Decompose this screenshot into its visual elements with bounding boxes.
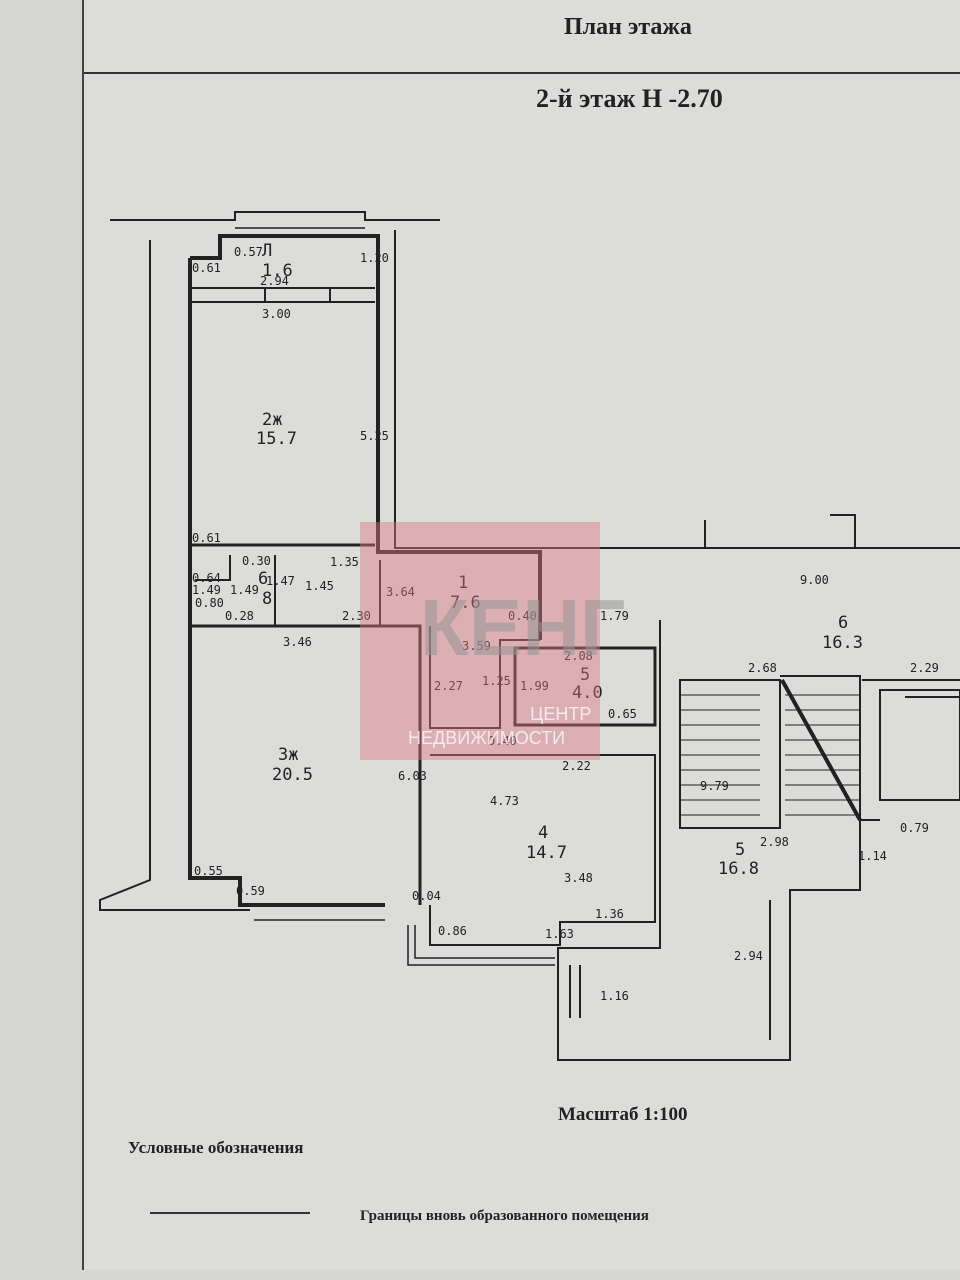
watermark-line2: НЕДВИЖИМОСТИ xyxy=(408,728,566,748)
watermark-line1: ЦЕНТР xyxy=(530,704,592,724)
dimension: 2.27 xyxy=(434,679,463,693)
dimension: 0.86 xyxy=(438,924,467,938)
watermark: КЕНГ ЦЕНТР НЕДВИЖИМОСТИ xyxy=(360,522,625,760)
room-area: 16.3 xyxy=(822,633,863,653)
dimension: 1.45 xyxy=(305,579,334,593)
drawing-sheet: План этажа 2-й этаж Н -2.70 xyxy=(82,0,960,1270)
room-area: 16.8 xyxy=(718,859,759,879)
room-area: 7.6 xyxy=(450,593,481,613)
dimension: 0.65 xyxy=(608,707,637,721)
dimension: 0.59 xyxy=(236,884,265,898)
dimension: 2.94 xyxy=(734,949,763,963)
walls xyxy=(99,211,960,1061)
dimension: 0.57 xyxy=(234,245,263,259)
room-area: 15.7 xyxy=(256,429,297,449)
title-block: План этажа xyxy=(84,0,960,74)
dimension: 4.73 xyxy=(490,794,519,808)
dimension: 2.68 xyxy=(748,661,777,675)
dimension: 6.03 xyxy=(398,769,427,783)
room-number: Л xyxy=(262,241,272,261)
dimension: 1.49 xyxy=(192,583,221,597)
watermark-logo: КЕНГ xyxy=(420,583,626,672)
dimension-labels: 0.57 0.61 2.94 1.20 3.00 5.25 0.61 0.30 … xyxy=(192,245,939,1003)
floor-label: 2-й этаж Н -2.70 xyxy=(536,84,723,113)
dimension: 0.30 xyxy=(242,554,271,568)
dimension: 1.36 xyxy=(595,907,624,921)
stair-treads xyxy=(680,694,860,816)
room-area: 1.6 xyxy=(262,261,293,281)
dimension: 0.28 xyxy=(225,609,254,623)
scale-label: Масштаб 1:100 xyxy=(558,1104,688,1125)
dimension: 0.64 xyxy=(192,571,221,585)
dimension: 0.79 xyxy=(900,821,929,835)
dimension: 0.80 xyxy=(195,596,224,610)
dimension: 0.40 xyxy=(508,609,537,623)
dimension: 3.00 xyxy=(262,307,291,321)
room-number: 5 xyxy=(580,665,590,685)
room-area: 20.5 xyxy=(272,765,313,785)
dimension: 2.94 xyxy=(260,274,289,288)
dimension: 3.48 xyxy=(564,871,593,885)
dimension: 0.61 xyxy=(192,261,221,275)
dimension: 1.16 xyxy=(600,989,629,1003)
dimension: 2.98 xyxy=(760,835,789,849)
room-number: 3ж xyxy=(278,745,298,765)
room-area: 4.0 xyxy=(572,683,603,703)
dimension: 0.55 xyxy=(194,864,223,878)
dimension: 1.79 xyxy=(600,609,629,623)
room-area: 8 xyxy=(262,589,272,609)
legend-title: Условные обозначения xyxy=(128,1138,304,1157)
legend-line-sample xyxy=(150,1212,310,1214)
dimension: 1.63 xyxy=(545,927,574,941)
room-number: 5 xyxy=(735,840,745,860)
dimension: 3.64 xyxy=(386,585,415,599)
dimension: 9.00 xyxy=(800,573,829,587)
room-number: 6 xyxy=(258,569,268,589)
room-number: 1 xyxy=(458,573,468,593)
dimension: 2.22 xyxy=(562,759,591,773)
dimension: 1.47 xyxy=(266,574,295,588)
room-number: 6 xyxy=(838,613,848,633)
dimension: 1.14 xyxy=(858,849,887,863)
legend-item-label: Границы вновь образованного помещения xyxy=(360,1208,649,1224)
dimension: 1.20 xyxy=(360,251,389,265)
dimension: 5.25 xyxy=(360,429,389,443)
dimension: 3.59 xyxy=(462,639,491,653)
dimension: 1.25 xyxy=(482,674,511,688)
dimension: 9.79 xyxy=(700,779,729,793)
dimension: 0.40 xyxy=(488,734,517,748)
room-area: 14.7 xyxy=(526,843,567,863)
plan-title: План этажа xyxy=(564,14,692,40)
dimension: 1.99 xyxy=(520,679,549,693)
dimension: 1.35 xyxy=(330,555,359,569)
dimension: 0.04 xyxy=(412,889,441,903)
dimension: 2.30 xyxy=(342,609,371,623)
dimension: 3.46 xyxy=(283,635,312,649)
dimension: 1.49 xyxy=(230,583,259,597)
dimension: 2.29 xyxy=(910,661,939,675)
room-number: 4 xyxy=(538,823,548,843)
dimension: 0.61 xyxy=(192,531,221,545)
room-labels: Л 1.6 2ж 15.7 1 7.6 3ж 20.5 5 4.0 4 14.7… xyxy=(256,241,863,879)
room-number: 2ж xyxy=(262,410,282,430)
dimension: 2.08 xyxy=(564,649,593,663)
